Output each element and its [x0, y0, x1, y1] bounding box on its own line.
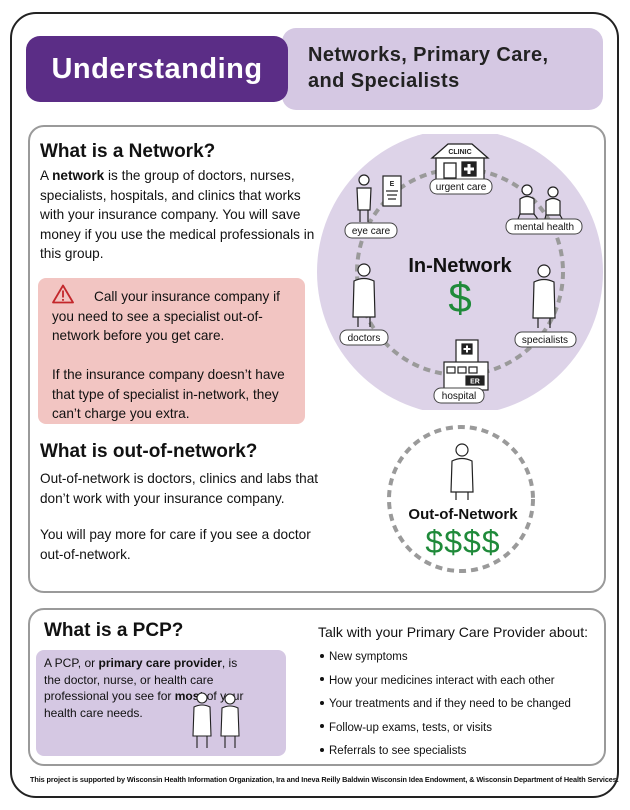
- network-heading: What is a Network?: [40, 141, 216, 162]
- footer-credit: This project is supported by Wisconsin H…: [30, 775, 619, 784]
- out-network-label: Out-of-Network: [408, 506, 518, 523]
- in-network-label: In-Network: [408, 255, 512, 277]
- out-network-paragraph-2: You will pay more for care if you see a …: [40, 527, 311, 562]
- in-network-dollar: $: [448, 274, 471, 321]
- eye-care-pill: [344, 222, 398, 239]
- pcp-definition-box: A PCP, or primary care provider, is the …: [36, 650, 286, 756]
- pcp-providers-icon: [192, 692, 240, 748]
- list-item: New symptoms: [318, 650, 571, 674]
- out-network-heading: What is out-of-network?: [40, 441, 258, 462]
- talk-title: Talk with your Primary Care Provider abo…: [318, 624, 588, 640]
- hospital-pill: [433, 387, 485, 404]
- pcp-definition-text: A PCP, or primary care provider, is the …: [44, 656, 244, 720]
- list-item: Your treatments and if they need to be c…: [318, 697, 571, 721]
- svg-text:E: E: [390, 181, 395, 188]
- doctors-label: doctors: [348, 333, 381, 344]
- mental-health-pill: [505, 218, 583, 235]
- warning-text-2: If the insurance company doesn’t have th…: [52, 367, 285, 421]
- specialists-label: specialists: [522, 335, 568, 346]
- warning-icon: [52, 284, 74, 304]
- page-frame: [10, 12, 619, 798]
- urgent-care-pill: [429, 178, 493, 195]
- mental-health-icon: [515, 184, 565, 225]
- svg-text:ER: ER: [470, 379, 480, 386]
- out-network-dollars: $$$$: [425, 524, 500, 560]
- out-network-paragraph-1: Out-of-network is doctors, clinics and l…: [40, 471, 319, 506]
- doctors-pill: [339, 329, 389, 346]
- eye-care-label: eye care: [352, 226, 391, 237]
- specialist-icon: [532, 264, 556, 328]
- svg-text:CLINIC: CLINIC: [448, 149, 471, 156]
- hospital-label: hospital: [442, 391, 476, 402]
- pcp-heading: What is a PCP?: [44, 620, 184, 641]
- eye-care-icon: E: [356, 174, 402, 222]
- out-network-diagram: Out-of-Network $$$$: [387, 425, 535, 573]
- urgent-care-label: urgent care: [436, 182, 487, 193]
- in-network-diagram: In-Network $ CLINIC urgent care mental h…: [317, 134, 603, 410]
- list-item: Follow-up exams, tests, or visits: [318, 721, 571, 745]
- list-item: How your medicines interact with each ot…: [318, 674, 571, 698]
- clinic-icon: CLINIC: [430, 143, 490, 181]
- title-subtitle-line2: and Specialists: [308, 70, 460, 92]
- out-network-ring: [387, 425, 535, 573]
- list-item: Referrals to see specialists: [318, 744, 571, 768]
- doctor-icon: [352, 263, 376, 327]
- network-paragraph: A network is the group of doctors, nurse…: [40, 168, 315, 261]
- warning-box: Call your insurance company if you need …: [38, 278, 305, 424]
- title-understanding: Understanding: [26, 36, 288, 102]
- talk-list: New symptoms How your medicines interact…: [318, 650, 571, 768]
- hospital-icon: ER: [443, 339, 489, 391]
- mental-health-label: mental health: [514, 222, 574, 233]
- specialists-pill: [514, 331, 577, 348]
- warning-text-1: Call your insurance company if you need …: [52, 289, 280, 343]
- title-subtitle-line1: Networks, Primary Care,: [308, 44, 549, 66]
- out-network-doctor-icon: [450, 443, 474, 500]
- title-subtitle: Networks, Primary Care, and Specialists: [282, 28, 603, 110]
